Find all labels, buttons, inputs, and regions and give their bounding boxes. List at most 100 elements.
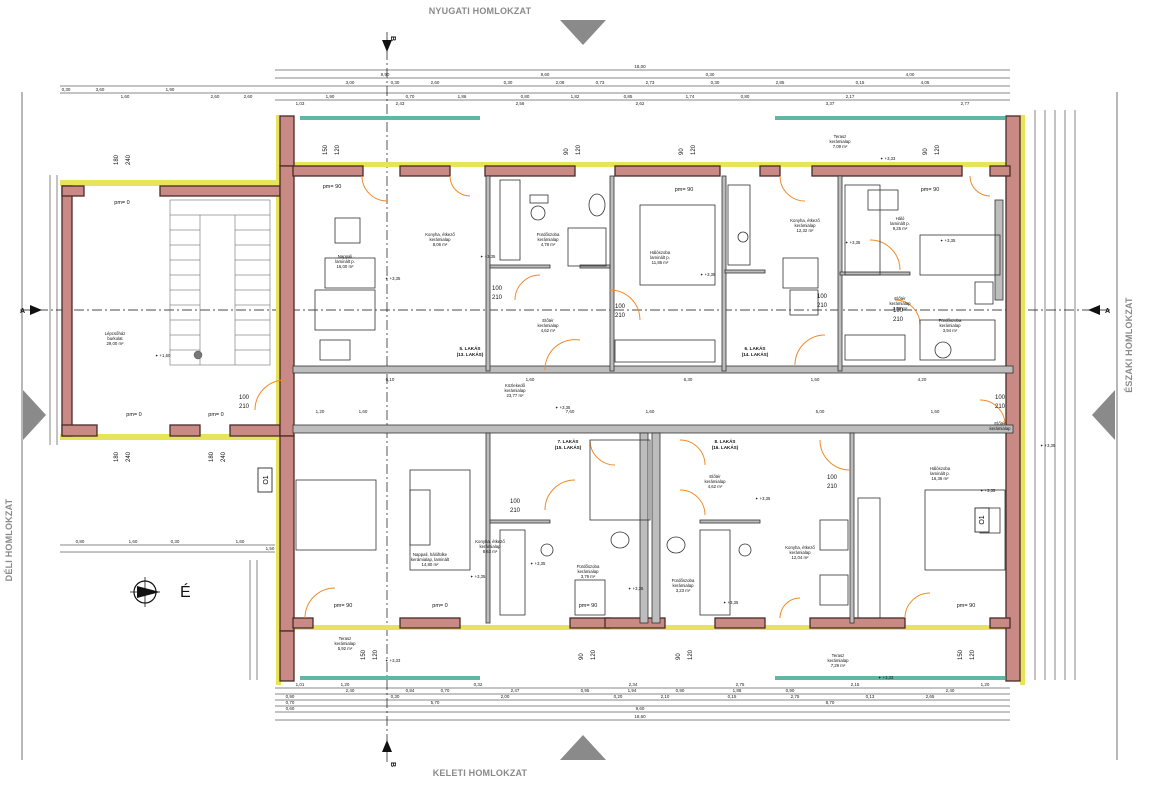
dim-bot-r3-6: 2,75 <box>791 694 800 699</box>
terrace-glazing-se <box>775 676 1005 680</box>
dim-top-r5-2: 2,56 <box>516 101 525 106</box>
dim-top-left-0: 0,30 <box>62 87 71 92</box>
dim-top-r4-0: 1,90 <box>166 87 175 92</box>
dim-top-r2-1: 9,60 <box>541 72 550 77</box>
apartment-5-sub: (13. LAKÁS) <box>457 351 484 357</box>
door-dim-4a: 100 <box>893 308 904 314</box>
level-mark-18: ✦ +3,35 <box>980 488 996 493</box>
dim-bot-r2-1: 0,84 <box>406 688 415 693</box>
right-dimension-chains <box>49 110 1076 680</box>
level-mark-16: ✦ +3,35 <box>755 496 771 501</box>
dim-top-r4-3: 0,70 <box>406 94 415 99</box>
section-b-marker-bottom <box>382 740 392 752</box>
dim-bot-r2-4: 0,95 <box>581 688 590 693</box>
dim-bot-r3-0: 0,90 <box>286 694 295 699</box>
dim-bot-r2-7: 1,88 <box>733 688 742 693</box>
level-mark-1: ✦ +3,35 <box>385 276 401 281</box>
dim-top-r3-1: 0,30 <box>391 80 400 85</box>
o1-marker-left <box>257 467 273 493</box>
o1-label-left: O1 <box>263 475 270 484</box>
door-dim-1a: 100 <box>492 286 503 292</box>
dim-bot-r1-1: 1,20 <box>341 682 350 687</box>
dim-top-r3-0: 3,00 <box>346 80 355 85</box>
door-dim-7a: 100 <box>510 499 521 505</box>
terrace-glazing-nw <box>300 116 480 120</box>
win-dim-8: 120 <box>335 144 341 155</box>
west-facade-label: NYUGATI HOMLOKZAT <box>429 6 532 16</box>
dim-bot-r2-3: 2,47 <box>511 688 520 693</box>
door-dim-5a: 100 <box>239 395 250 401</box>
corridor-dim-3: 1,60 <box>811 377 820 382</box>
level-mark-5: ✦ +3,35 <box>845 240 861 245</box>
dim-top-r2-3: 4,00 <box>906 72 915 77</box>
door-swings <box>254 175 1006 619</box>
door-dim-5b: 210 <box>239 404 250 410</box>
dim-bot-r2-9: 2,40 <box>946 688 955 693</box>
win-dim-1: 180 <box>114 154 120 165</box>
win-dim-5: 180 <box>209 451 215 462</box>
win-dim-3: 180 <box>114 451 120 462</box>
dim-top-r5-5: 2,77 <box>961 101 970 106</box>
dim-top-r5-0: 1,03 <box>296 101 305 106</box>
level-mark-2: ✦ +3,35 <box>480 254 496 259</box>
terrace-glazing-sw <box>300 676 480 680</box>
dim-top-r4-5: 0,80 <box>521 94 530 99</box>
door-dim-3a: 100 <box>817 294 828 300</box>
dim-bot-r3-4: 2,10 <box>661 694 670 699</box>
dim-top-r4-10: 2,17 <box>846 94 855 99</box>
dim-bot-r4-2: 8,70 <box>826 700 835 705</box>
door-dim-2b: 210 <box>615 313 626 319</box>
corridor-dim-9: 5,00 <box>816 409 825 414</box>
corridor-dim-7: 7,60 <box>566 409 575 414</box>
dim-top-r4-9: 0,80 <box>741 94 750 99</box>
level-mark-21: ✦ +3,35 <box>1040 443 1056 448</box>
dim-bot-r4-1: 5,70 <box>431 700 440 705</box>
dim-bot-r5-0: 0,60 <box>286 706 295 711</box>
win-dim-9: 90 <box>564 148 570 155</box>
west-facade-arrow <box>560 20 606 45</box>
section-a-label-left: A <box>20 308 25 315</box>
dim-top-r3-8: 2,85 <box>776 80 785 85</box>
parapet-3: pm= 90 <box>921 187 940 193</box>
corridor-dim-0: 6,10 <box>386 377 395 382</box>
dim-bot-total: 18,60 <box>634 714 646 719</box>
dim-bot-left-4: 1,50 <box>266 546 275 551</box>
level-mark-11: ✦ +3,33 <box>880 156 896 161</box>
dim-top-r4-4: 1,86 <box>458 94 467 99</box>
interior-walls <box>292 175 1014 624</box>
dim-bot-r3-2: 2,00 <box>501 694 510 699</box>
dim-top-r4-6: 1,82 <box>571 94 580 99</box>
apartment-7-sub: (15. LAKÁS) <box>555 444 582 450</box>
apartment-8-sub: (16. LAKÁS) <box>712 444 739 450</box>
section-b-label-top: B <box>389 36 396 41</box>
corridor-dim-6: 1,60 <box>359 409 368 414</box>
o1-label-right: O1 <box>979 515 986 524</box>
apartment-6-label: 6. LAKÁS <box>745 345 766 351</box>
parapet-9: pm= 90 <box>957 603 976 609</box>
dim-top-r5-4: 3,37 <box>826 101 835 106</box>
dim-top-r5-1: 2,43 <box>396 101 405 106</box>
parapet-2: pm= 90 <box>675 187 694 193</box>
corridor-dim-10: 1,60 <box>931 409 940 414</box>
dim-bot-r2-8: 0,90 <box>786 688 795 693</box>
door-dim-2a: 100 <box>615 304 626 310</box>
parapet-7: pm= 0 <box>432 603 447 609</box>
furniture <box>295 179 1006 619</box>
dim-bot-r1-4: 2,75 <box>736 682 745 687</box>
dim-bot-left-3: 1,60 <box>236 539 245 544</box>
section-b-marker-top <box>382 40 392 52</box>
dim-top-r3-2: 2,60 <box>431 80 440 85</box>
dim-bot-r3-1: 0,30 <box>391 694 400 699</box>
